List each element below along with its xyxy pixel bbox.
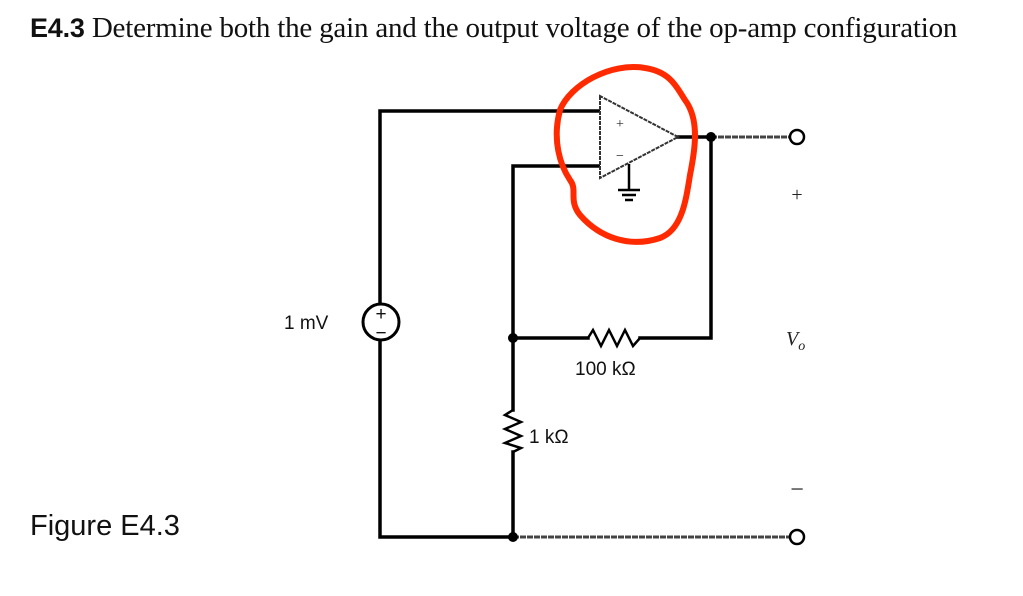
label-100k: 100 kΩ bbox=[575, 359, 636, 380]
problem-statement: E4.3 Determine both the gain and the out… bbox=[30, 12, 957, 45]
source-label: 1 mV bbox=[284, 313, 329, 334]
junction-output bbox=[706, 132, 716, 142]
wire-top-to-plus-input bbox=[378, 109, 602, 306]
output-voltage-subscript: o bbox=[798, 339, 805, 354]
source-minus-sign: − bbox=[375, 323, 386, 344]
output-terminal-positive bbox=[788, 128, 806, 146]
problem-number: E4.3 bbox=[30, 13, 85, 43]
output-plus-sign: + bbox=[791, 184, 802, 206]
resistor-1k bbox=[501, 408, 525, 454]
junction-feedback-node bbox=[508, 333, 518, 343]
wire-source-to-bottom bbox=[378, 338, 515, 539]
output-voltage-symbol: V bbox=[786, 328, 801, 350]
ground-icon bbox=[618, 164, 640, 202]
label-1k: 1 kΩ bbox=[529, 427, 569, 448]
output-terminal-negative bbox=[788, 528, 806, 546]
opamp-symbol bbox=[599, 94, 681, 180]
output-voltage-label: Vo bbox=[786, 328, 805, 354]
wire-minus-input bbox=[511, 164, 602, 340]
figure-caption: Figure E4.3 bbox=[30, 510, 180, 542]
opamp-plus-input-sign: + bbox=[616, 117, 624, 132]
opamp-minus-input-sign: − bbox=[616, 149, 624, 164]
output-minus-sign: − bbox=[790, 477, 804, 503]
wire-feedback-right bbox=[638, 135, 713, 340]
source-plus-sign: + bbox=[375, 304, 386, 325]
voltage-source bbox=[361, 302, 401, 342]
annotation-circle bbox=[553, 64, 698, 245]
problem-text: Determine both the gain and the output v… bbox=[91, 12, 958, 44]
junction-bottom bbox=[508, 532, 518, 542]
resistor-100k bbox=[586, 327, 641, 349]
